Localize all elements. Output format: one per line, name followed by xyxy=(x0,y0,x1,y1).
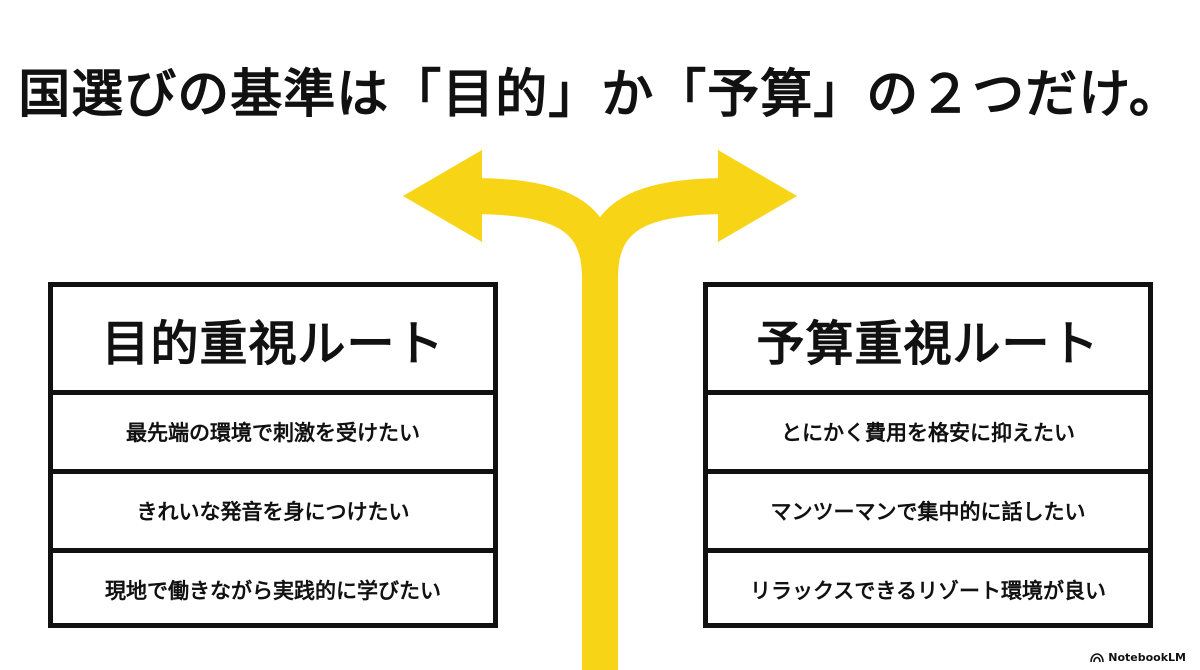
purpose-route-heading: 目的重視ルート xyxy=(53,287,493,395)
brand-label: NotebookLM xyxy=(1108,651,1186,664)
budget-route-item: マンツーマンで集中的に話したい xyxy=(708,474,1148,553)
notebooklm-brand: NotebookLM xyxy=(1090,651,1186,664)
budget-route-heading: 予算重視ルート xyxy=(708,287,1148,395)
budget-route-item: リラックスできるリゾート環境が良い xyxy=(750,579,1106,603)
arrow-branch-right xyxy=(582,178,731,279)
budget-route-item: とにかく費用を格安に抑えたい xyxy=(708,395,1148,474)
arrow-head-left xyxy=(403,150,482,242)
arrow-branch-left xyxy=(469,178,618,279)
purpose-route-box: 目的重視ルート 最先端の環境で刺激を受けたい きれいな発音を身につけたい 現地で… xyxy=(48,282,498,628)
purpose-route-item: 最先端の環境で刺激を受けたい xyxy=(53,395,493,474)
arrow-head-right xyxy=(718,150,797,242)
purpose-route-item: きれいな発音を身につけたい xyxy=(53,474,493,553)
page-title: 国選びの基準は「目的」か「予算」の２つだけ。 xyxy=(18,65,1182,125)
budget-route-box: 予算重視ルート とにかく費用を格安に抑えたい マンツーマンで集中的に話したい リ… xyxy=(703,282,1153,628)
notebooklm-logo-icon xyxy=(1090,652,1105,662)
purpose-route-item: 現地で働きながら実践的に学びたい xyxy=(105,579,441,603)
